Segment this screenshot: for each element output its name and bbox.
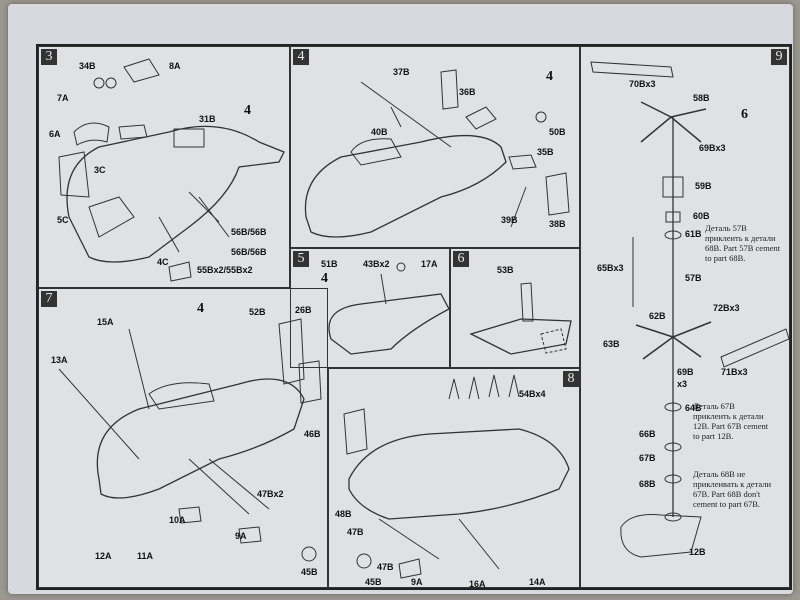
part-label: 61B <box>685 229 702 239</box>
part-label: 37B <box>393 67 410 77</box>
tail-detail-drawing <box>469 282 572 355</box>
part-label: 66B <box>639 429 656 439</box>
part-label: 7A <box>57 93 69 103</box>
subassembly-marker: 6 <box>741 107 748 122</box>
part-label: 58B <box>693 93 710 103</box>
part-label: 47B <box>377 562 394 572</box>
subassembly-marker: 4 <box>244 103 251 118</box>
part-label: 45B <box>365 577 382 587</box>
subassembly-marker: 4 <box>546 69 553 84</box>
part-label: 16A <box>469 579 486 588</box>
helicopter-side-drawing <box>58 318 322 562</box>
part-label: 12A <box>95 551 112 561</box>
part-label: 26B <box>295 305 312 315</box>
instruction-sheet: 3 34B 8A 7A 6A 3C 5C 31B 56B/5 <box>8 4 793 594</box>
part-label: 47B <box>347 527 364 537</box>
part-label: 17A <box>421 259 438 269</box>
part-label: 9A <box>411 577 423 587</box>
part-label: 72Bx3 <box>713 303 740 313</box>
part-label: 11A <box>137 551 154 561</box>
part-label: 68B <box>639 479 656 489</box>
part-label: 71Bx3 <box>721 367 748 377</box>
step-5-panel: 5 51B 43Bx2 17A 4 <box>290 248 450 368</box>
helicopter-rear-drawing <box>343 374 570 579</box>
part-label: 50B <box>549 127 566 137</box>
part-label: 43Bx2 <box>363 259 390 269</box>
part-label: 4C <box>157 257 169 267</box>
part-label: 45B <box>301 567 318 577</box>
part-label: 51B <box>321 259 338 269</box>
rotor-mast-drawing <box>590 61 789 558</box>
part-label: 5C <box>57 215 69 225</box>
part-label: 46B <box>304 429 321 439</box>
part-label: 54Bx4 <box>519 389 546 399</box>
part-label: 62B <box>649 311 666 321</box>
assembly-note: Деталь 68B не приклеивать к детали 67B. … <box>693 469 772 509</box>
helicopter-upper-drawing <box>304 69 570 238</box>
step-number: 3 <box>41 49 57 65</box>
step-7-panel: 7 15A 13A 52B 26B 46B 47Bx2 10A 9A <box>38 288 328 588</box>
part-label: 56B/56B <box>231 247 267 257</box>
part-label: 13A <box>51 355 68 365</box>
part-label: 63B <box>603 339 620 349</box>
part-label: 36B <box>459 87 476 97</box>
instruction-frame: 3 34B 8A 7A 6A 3C 5C 31B 56B/5 <box>36 44 792 590</box>
step-3-panel: 3 34B 8A 7A 6A 3C 5C 31B 56B/5 <box>38 46 290 288</box>
step-number: 5 <box>293 251 309 267</box>
part-label: 64B <box>685 403 702 413</box>
step-number: 4 <box>293 49 309 65</box>
part-label: 56B/56B <box>231 227 267 237</box>
part-label: 69B <box>677 367 694 377</box>
part-label: 38B <box>549 219 566 229</box>
nose-detail-drawing <box>328 262 449 355</box>
part-label: 39B <box>501 215 518 225</box>
step-4-panel: 4 37B 36B 40B 50B 35B 39B 38B 4 <box>290 46 580 248</box>
part-label: 12B <box>689 547 706 557</box>
part-label: 3C <box>94 165 106 175</box>
part-label: 70Bx3 <box>629 79 656 89</box>
part-label: 9A <box>235 531 247 541</box>
step-6-panel: 6 53B <box>450 248 580 368</box>
assembly-note: Деталь 57B приклеить к детали 68B. Part … <box>705 223 781 263</box>
helicopter-fuselage-drawing <box>58 58 285 282</box>
part-label: 55Bx2/55Bx2 <box>197 265 253 275</box>
part-label: 35B <box>537 147 554 157</box>
subassembly-marker: 4 <box>197 301 204 316</box>
step-number: 9 <box>771 49 787 65</box>
part-label: 53B <box>497 265 514 275</box>
part-label: 8A <box>169 61 181 71</box>
step-8-panel: 8 54Bx4 48B 47B 47B 16A 45B 9A 14A <box>328 368 580 588</box>
part-label: 69Bx3 <box>699 143 726 153</box>
part-label: 15A <box>97 317 114 327</box>
subassembly-marker: 4 <box>321 271 328 286</box>
step-number: 6 <box>453 251 469 267</box>
part-label: 34B <box>79 61 96 71</box>
part-label: 57B <box>685 273 702 283</box>
part-label: x3 <box>677 379 688 389</box>
part-label: 67B <box>639 453 656 463</box>
part-label: 52B <box>249 307 266 317</box>
part-label: 14A <box>529 577 546 587</box>
part-label: 65Bx3 <box>597 263 624 273</box>
part-label: 10A <box>169 515 186 525</box>
part-label: 48B <box>335 509 352 519</box>
step-9-panel: 9 70Bx3 58B 69Bx3 59B 60B <box>580 46 790 588</box>
part-label: 6A <box>49 129 61 139</box>
part-label: 40B <box>371 127 388 137</box>
part-label: 31B <box>199 114 216 124</box>
part-label: 60B <box>693 211 710 221</box>
step-number: 8 <box>563 371 579 387</box>
step-number: 7 <box>41 291 57 307</box>
assembly-note: Деталь 67B приклеить к детали 12B. Part … <box>693 401 769 441</box>
part-label: 59B <box>695 181 712 191</box>
part-label: 47Bx2 <box>257 489 284 499</box>
